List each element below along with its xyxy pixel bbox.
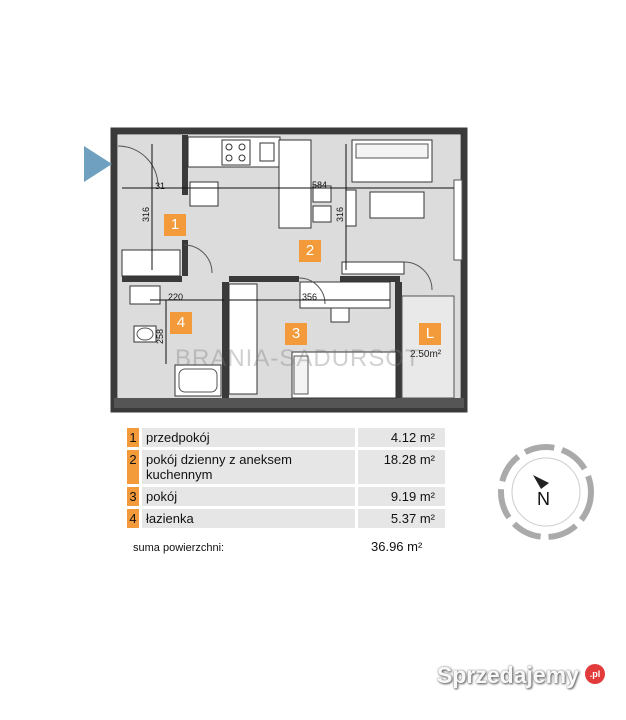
door-arc <box>183 244 213 274</box>
wall-hall-bath <box>122 276 182 282</box>
tv-cabinet <box>341 261 405 275</box>
armchair <box>345 189 357 227</box>
door-arc <box>117 145 159 187</box>
chair <box>330 307 350 323</box>
dim-label: 31 <box>155 181 166 191</box>
room-area: 18.28 m² <box>356 448 445 487</box>
compass-label: N <box>537 489 550 509</box>
bar-stool <box>312 205 332 223</box>
stove <box>221 139 251 166</box>
dim-label: 316 <box>335 206 345 222</box>
room-tag-balcony: L <box>419 323 441 345</box>
sum-label: suma powierzchni: <box>133 542 225 554</box>
coffee-table <box>369 191 425 219</box>
dim-label: 258 <box>155 328 165 344</box>
dim-label: 356 <box>302 292 318 302</box>
burner <box>238 143 246 151</box>
room-tag-3: 3 <box>285 323 307 345</box>
compass-ring <box>498 444 594 540</box>
sum-value: 36.96 m² <box>371 539 423 554</box>
burner <box>238 154 246 162</box>
row-number: 1 <box>127 428 142 450</box>
wall-bath-room3 <box>222 282 229 398</box>
burner <box>225 154 233 162</box>
brand-logo-badge: .pl <box>585 664 605 684</box>
wall-bath-top <box>182 240 188 276</box>
wall-room2-room3 <box>229 276 299 282</box>
room-area: 4.12 m² <box>356 428 445 450</box>
wall-room2-room3-b <box>340 276 400 282</box>
pillow <box>293 355 309 395</box>
watermark: BRANIA-SADURSOT <box>175 345 421 372</box>
room-name: przedpokój <box>140 428 358 450</box>
hall-cabinet <box>121 249 181 277</box>
area-table: 1 przedpokój 4.12 m² 2 pokój dzienny z a… <box>127 428 445 531</box>
window-right <box>453 179 463 261</box>
row-number: 2 <box>127 448 142 487</box>
dim-label: 220 <box>168 292 184 302</box>
bottom-wall <box>114 398 464 408</box>
sink <box>259 142 275 162</box>
dim-label: 584 <box>312 180 328 190</box>
room-tag-4: 4 <box>170 312 192 334</box>
balcony-area-label: 2.50m² <box>410 349 442 360</box>
wall-kitchen <box>182 135 188 195</box>
sofa-back <box>355 143 429 159</box>
compass-icon: N <box>498 444 594 540</box>
table-row: 2 pokój dzienny z aneksem kuchennym 18.2… <box>127 448 445 487</box>
dim-label: 316 <box>141 206 151 222</box>
room-tag-1: 1 <box>164 214 186 236</box>
wall-room3-balcony <box>395 282 402 398</box>
wardrobe <box>228 283 258 395</box>
toilet-bowl <box>136 327 154 341</box>
burner <box>225 143 233 151</box>
row-number: 3 <box>127 485 142 509</box>
room-name: pokój <box>140 485 358 509</box>
row-number: 4 <box>127 507 142 531</box>
balcony <box>401 295 455 399</box>
compass-inner <box>511 457 581 527</box>
outer-wall <box>110 127 468 413</box>
table-row: 4 łazienka 5.37 m² <box>127 507 445 531</box>
table-row: 3 pokój 9.19 m² <box>127 485 445 509</box>
room-area: 9.19 m² <box>356 485 445 509</box>
fridge <box>189 181 219 207</box>
bathtub-inner <box>178 368 218 393</box>
entry-arrow-icon <box>84 146 112 182</box>
kitchen-island <box>278 139 312 229</box>
door-arc <box>403 261 433 291</box>
room-tag-2: 2 <box>299 240 321 262</box>
compass-needle <box>533 475 549 489</box>
room-name: łazienka <box>140 507 358 531</box>
table-row: 1 przedpokój 4.12 m² <box>127 428 445 450</box>
washbasin <box>129 285 161 305</box>
floor-plan <box>84 127 468 413</box>
bed <box>291 351 397 399</box>
bar-stool <box>312 185 332 203</box>
brand-logo: Sprzedajemy <box>437 662 579 688</box>
room-area: 5.37 m² <box>356 507 445 531</box>
room-name: pokój dzienny z aneksem kuchennym <box>140 448 358 487</box>
